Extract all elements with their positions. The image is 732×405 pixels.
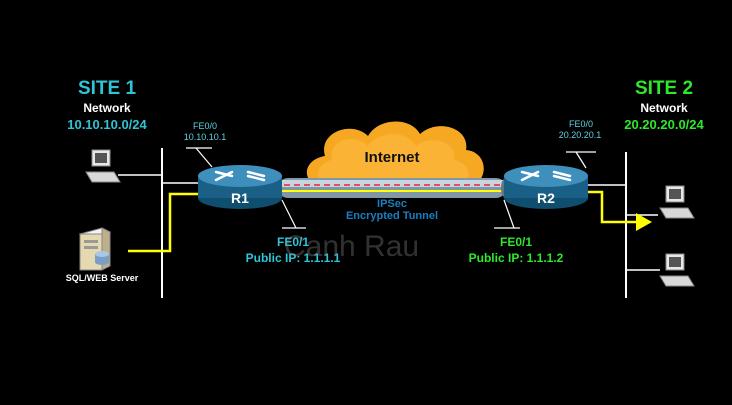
router-r1-icon bbox=[198, 165, 282, 209]
r2-fe00-pointer bbox=[575, 151, 587, 169]
ipsec-tunnel bbox=[278, 178, 511, 198]
r2-fe01-label: FE0/1 bbox=[499, 235, 532, 249]
watermark-text: Canh Rau bbox=[284, 230, 420, 263]
r1-fe01-label: FE0/1 bbox=[276, 235, 309, 249]
router-r2-icon bbox=[504, 165, 588, 209]
r1-public-ip: Public IP: 1.1.1.1 bbox=[245, 251, 341, 265]
internet-cloud-icon bbox=[306, 121, 484, 188]
site1-network-label: Network bbox=[83, 101, 131, 115]
server-label: SQL/WEB Server bbox=[65, 273, 139, 283]
r1-fe00-pointer bbox=[195, 147, 213, 168]
r1-fe00-label: FE0/0 bbox=[192, 121, 217, 131]
r2-fe01-pointer bbox=[503, 199, 515, 229]
r2-fe00-label: FE0/0 bbox=[568, 119, 593, 129]
tunnel-label-line1: IPSec bbox=[377, 198, 407, 210]
site1-network-address: 10.10.10.0/24 bbox=[67, 117, 147, 132]
tunnel-label-line2: Encrypted Tunnel bbox=[345, 210, 439, 222]
site1-title: SITE 1 bbox=[77, 78, 137, 99]
internet-label: Internet bbox=[364, 149, 420, 166]
r1-label: R1 bbox=[231, 190, 249, 206]
r1-fe00-ip: 10.10.10.1 bbox=[183, 132, 227, 142]
r2-to-pc-path bbox=[588, 190, 638, 224]
r2-label: R2 bbox=[537, 190, 555, 206]
r1-fe01-pointer bbox=[281, 199, 297, 229]
site2-network-label: Network bbox=[640, 101, 688, 115]
site2-network-address: 20.20.20.0/24 bbox=[624, 117, 704, 132]
server-icon bbox=[78, 227, 112, 271]
yellow-arrow-icon bbox=[636, 213, 652, 231]
server-to-r1-path bbox=[128, 192, 200, 253]
r2-public-ip: Public IP: 1.1.1.2 bbox=[468, 251, 564, 265]
site2-title: SITE 2 bbox=[634, 78, 694, 99]
site2-pc1-icon bbox=[659, 185, 695, 219]
site2-pc2-icon bbox=[659, 253, 695, 287]
site1-pc-icon bbox=[85, 149, 121, 183]
r2-fe00-ip: 20.20.20.1 bbox=[558, 130, 602, 140]
